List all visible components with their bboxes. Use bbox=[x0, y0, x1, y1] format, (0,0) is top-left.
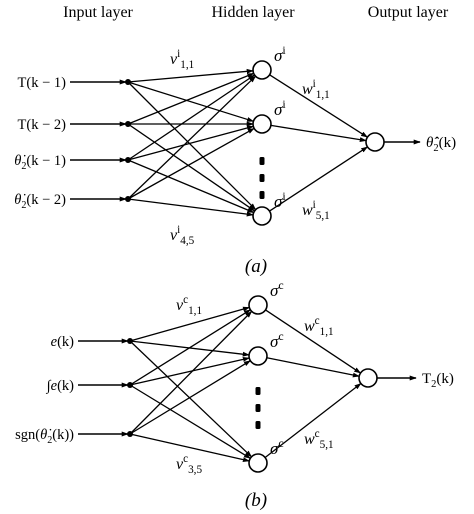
net-a-input-label-1: T(k − 1) bbox=[18, 75, 67, 91]
net-b-weight-v-top: vc1,1 bbox=[176, 294, 202, 317]
net-b-hidden-activation-label-2: σc bbox=[270, 329, 284, 351]
net-b-edge-h1-out bbox=[265, 309, 362, 374]
net-b-ellipsis-dot-1 bbox=[255, 387, 261, 395]
net-a-ellipsis-dot-3 bbox=[259, 191, 265, 199]
net-b-weight-w-top: wc1,1 bbox=[304, 315, 334, 338]
net-a-edge-in4-h1 bbox=[127, 75, 257, 200]
net-b-ellipsis-dot-3 bbox=[255, 421, 261, 429]
net-b-edge-in3-h2 bbox=[129, 360, 251, 435]
net-a-input-node-2 bbox=[125, 121, 131, 127]
net-a-edge-h2-out bbox=[270, 124, 367, 143]
net-a-input-label-4: θ̇2(k − 2) bbox=[14, 192, 66, 211]
net-a-edge-h1-out bbox=[269, 74, 369, 138]
net-a-output-node bbox=[365, 132, 385, 152]
net-b-ellipsis-dot-2 bbox=[255, 404, 261, 412]
net-b-input-node-2 bbox=[127, 382, 133, 388]
caption-b: (b) bbox=[245, 490, 267, 511]
net-a-input-node-3 bbox=[125, 157, 131, 163]
net-b-hidden-node-2 bbox=[248, 346, 268, 366]
net-b-edge-h2-out bbox=[266, 357, 360, 378]
net-b-weight-v-bottom: vc3,5 bbox=[176, 453, 202, 476]
net-b-hidden-node-3 bbox=[248, 453, 268, 473]
net-b-edge-in3-h3 bbox=[129, 433, 250, 463]
net-a-hidden-node-1 bbox=[252, 60, 272, 80]
net-b-hidden-activation-label-3: σc bbox=[270, 436, 284, 458]
net-a-edge-h3-out bbox=[269, 146, 369, 212]
net-b-edge-in2-h1 bbox=[129, 309, 251, 386]
net-a-weight-v-top: vi1,1 bbox=[170, 48, 194, 71]
net-a-edge-in3-h2 bbox=[127, 125, 254, 161]
net-b-edge-in2-h3 bbox=[129, 384, 251, 459]
net-a-edge-in1-h1 bbox=[127, 68, 254, 83]
caption-a: (a) bbox=[245, 256, 267, 277]
network-a: T(k − 1) T(k − 2) θ̇2(k − 1) θ̇2(k − 2) σi σi… bbox=[14, 43, 456, 247]
net-a-edge-in1-h2 bbox=[127, 81, 255, 122]
net-a-edge-in3-h1 bbox=[127, 74, 256, 161]
net-a-hidden-activation-label-3: σi bbox=[274, 189, 286, 211]
net-a-hidden-node-2 bbox=[252, 114, 272, 134]
net-b-edge-in1-h1 bbox=[129, 306, 251, 342]
net-a-input-label-2: T(k − 2) bbox=[18, 117, 67, 133]
net-a-hidden-node-3 bbox=[252, 206, 272, 226]
net-a-weight-w-bottom: wi5,1 bbox=[302, 199, 330, 222]
output-layer-heading: Output layer bbox=[368, 4, 449, 21]
input-layer-heading: Input layer bbox=[63, 4, 133, 21]
net-a-ellipsis-dot-2 bbox=[259, 174, 265, 182]
net-b-output-node bbox=[358, 368, 378, 388]
net-a-hidden-activation-label-2: σi bbox=[274, 97, 286, 119]
net-b-hidden-node-1 bbox=[248, 295, 268, 315]
net-a-input-label-3: θ̇2(k − 1) bbox=[14, 153, 66, 172]
net-b-weight-w-bottom: wc5,1 bbox=[304, 428, 334, 451]
net-a-edge-in2-h3 bbox=[127, 123, 256, 212]
net-b-input-label-2: ∫e(k) bbox=[46, 378, 75, 394]
net-b-edge-in3-h1 bbox=[129, 310, 253, 435]
net-a-input-node-4 bbox=[125, 196, 131, 202]
net-a-edge-in3-h3 bbox=[127, 159, 255, 214]
net-a-output-label: θ̂̇2(k) bbox=[426, 135, 456, 154]
net-b-input-node-1 bbox=[127, 338, 133, 344]
net-b-input-label-3: sgn(θ̇2(k)) bbox=[15, 427, 74, 446]
net-b-input-label-1: e(k) bbox=[51, 334, 75, 350]
network-b: e(k)∫e(k)sgn(θ̇2(k))σcσcσcT2(k)vc1,1vc3,… bbox=[15, 278, 454, 476]
net-a-ellipsis-dot-1 bbox=[259, 157, 265, 165]
net-b-hidden-activation-label-1: σc bbox=[270, 278, 284, 300]
net-b-edge-in2-h2 bbox=[129, 356, 250, 386]
net-b-edge-h3-out bbox=[264, 382, 362, 459]
net-a-hidden-activation-label-1: σi bbox=[274, 43, 286, 65]
net-b-edge-in1-h3 bbox=[129, 340, 252, 458]
net-a-edge-in1-h3 bbox=[127, 81, 257, 211]
hidden-layer-heading: Hidden layer bbox=[211, 4, 295, 21]
net-a-edge-in2-h1 bbox=[127, 72, 255, 125]
net-a-edge-in4-h2 bbox=[127, 127, 255, 200]
net-a-input-node-1 bbox=[125, 79, 131, 85]
net-a-edge-in4-h3 bbox=[127, 198, 254, 217]
net-b-input-node-3 bbox=[127, 431, 133, 437]
net-a-weight-v-bottom: vi4,5 bbox=[170, 224, 195, 247]
net-a-weight-w-top: wi1,1 bbox=[302, 78, 330, 101]
net-b-output-label: T2(k) bbox=[422, 371, 454, 390]
